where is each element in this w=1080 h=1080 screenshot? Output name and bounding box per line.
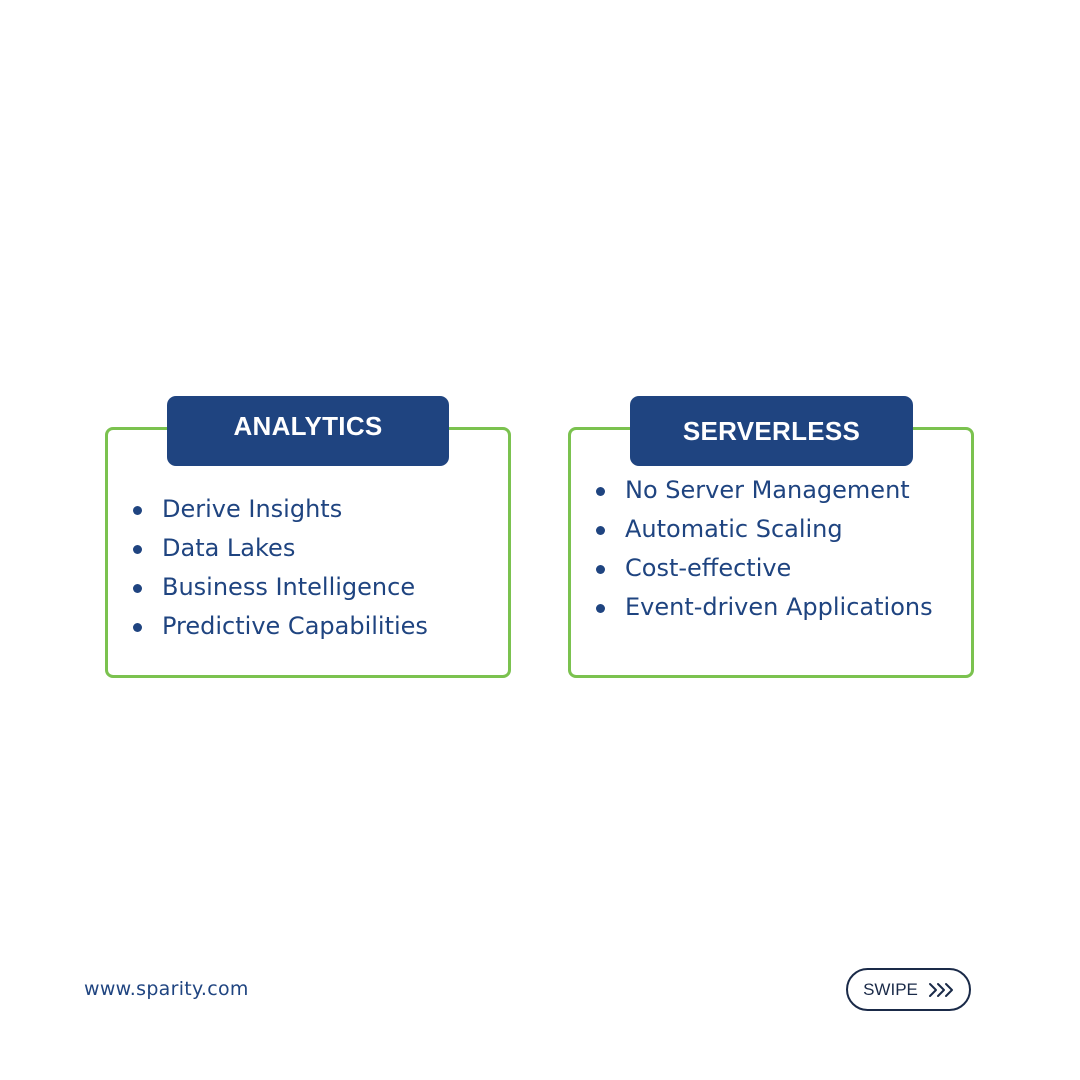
triple-chevron-right-icon [928,982,953,997]
serverless-list: No Server Management Automatic Scaling C… [596,471,945,627]
bullet-dot-icon [596,526,605,535]
list-item: Business Intelligence [133,568,428,607]
serverless-card [568,427,974,678]
bullet-dot-icon [596,604,605,613]
swipe-label: SWIPE [863,979,918,999]
analytics-title: ANALYTICS [233,410,383,441]
list-item: Event-driven Applications [596,588,945,627]
bullet-dot-icon [133,584,142,593]
website-url: www.sparity.com [84,978,249,1000]
bullet-dot-icon [133,506,142,515]
analytics-list: Derive Insights Data Lakes Business Inte… [133,490,428,646]
list-item: Derive Insights [133,490,428,529]
bullet-dot-icon [596,487,605,496]
bullet-dot-icon [133,623,142,632]
swipe-button[interactable]: SWIPE [846,968,971,1011]
bullet-dot-icon [133,545,142,554]
serverless-header: SERVERLESS [630,396,913,466]
analytics-header: ANALYTICS [167,396,449,466]
list-item: Cost-effective [596,549,945,588]
list-item: No Server Management [596,471,945,510]
bullet-dot-icon [596,565,605,574]
analytics-card [105,427,511,678]
list-item: Automatic Scaling [596,510,945,549]
list-item: Data Lakes [133,529,428,568]
serverless-title: SERVERLESS [682,415,861,446]
list-item: Predictive Capabilities [133,607,428,646]
